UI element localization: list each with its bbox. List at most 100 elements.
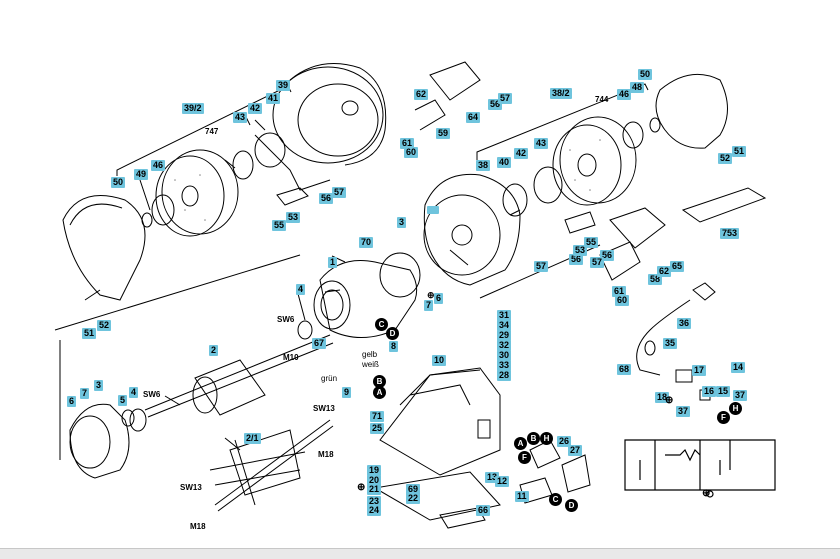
label-sw13-lower: SW13 xyxy=(180,483,202,492)
circuit-diagram xyxy=(624,439,776,498)
label-13: 13 xyxy=(485,472,500,483)
label-34: 34 xyxy=(497,320,512,331)
ground-symbol-icon: ⊕ xyxy=(357,482,366,493)
label-60: 60 xyxy=(404,147,419,158)
label-27: 27 xyxy=(568,445,583,456)
motor-stator xyxy=(313,252,421,338)
connector-h-terminal: H xyxy=(729,402,742,415)
label-41: 41 xyxy=(266,93,281,104)
label-7: 7 xyxy=(424,300,434,311)
label-19: 19 xyxy=(367,465,382,476)
label-23: 23 xyxy=(367,496,382,507)
right-grinding-wheel xyxy=(552,116,637,206)
label-56b: 56 xyxy=(488,99,503,110)
label-40: 40 xyxy=(497,157,512,168)
label-26: 26 xyxy=(557,436,572,447)
power-cable xyxy=(636,282,716,376)
label-10: 10 xyxy=(432,355,447,366)
ground-symbol-icon: ⊕ xyxy=(665,395,674,406)
label-21: 21 xyxy=(367,484,382,495)
label-11: 11 xyxy=(515,491,529,502)
label-46: 46 xyxy=(151,160,166,171)
label-15: 15 xyxy=(716,386,731,397)
label-46b: 46 xyxy=(617,89,632,100)
label-66: 66 xyxy=(476,505,491,516)
label-28: 28 xyxy=(497,370,512,381)
rating-plate xyxy=(439,507,486,529)
right-wheel-guard xyxy=(423,173,521,286)
label-m10: M10 xyxy=(283,353,299,362)
label-18: 18 xyxy=(655,392,670,403)
connector-b-switch: B xyxy=(527,432,540,445)
label-65: 65 xyxy=(670,261,685,272)
label-53: 53 xyxy=(286,212,301,223)
label-43: 43 xyxy=(233,112,248,123)
label-2: 2 xyxy=(209,345,219,356)
label-36: 36 xyxy=(677,318,692,329)
wire-label-gelb: gelb xyxy=(362,350,378,359)
label-56: 56 xyxy=(319,193,334,204)
bracket-39-2 xyxy=(116,85,292,176)
label-sw13: SW13 xyxy=(313,404,335,413)
label-57c: 57 xyxy=(534,261,549,272)
label-57: 57 xyxy=(332,187,347,198)
label-43b: 43 xyxy=(534,138,549,149)
label-6-lower: 6 xyxy=(67,396,77,407)
wire-label-weiss: weiß xyxy=(362,360,379,369)
label-5: 5 xyxy=(118,395,128,406)
ground-symbol-icon: ⊕ xyxy=(427,290,435,300)
eye-shield-right xyxy=(609,207,666,249)
label-20: 20 xyxy=(367,475,382,486)
bottom-scroll-strip[interactable] xyxy=(0,548,840,559)
label-68: 68 xyxy=(617,364,632,375)
right-outer-cover xyxy=(655,73,728,149)
label-12: 12 xyxy=(495,476,510,487)
label-33: 33 xyxy=(497,360,512,371)
label-24: 24 xyxy=(367,505,382,516)
connector-f-switch: F xyxy=(518,451,531,464)
eye-shield-left xyxy=(429,61,481,101)
motor-rotor-2-1 xyxy=(209,419,334,512)
label-3-lower: 3 xyxy=(94,380,104,391)
label-25: 25 xyxy=(370,423,385,434)
label-3: 3 xyxy=(397,217,407,228)
label-64: 64 xyxy=(466,112,481,123)
left-wheel-guard xyxy=(272,63,387,166)
label-2-1: 2/1 xyxy=(244,433,261,444)
label-52: 52 xyxy=(97,320,112,331)
label-53b: 53 xyxy=(573,245,588,256)
label-1: 1 xyxy=(328,257,338,268)
label-57d: 57 xyxy=(590,257,605,268)
label-4: 4 xyxy=(296,284,306,295)
label-6: 6 xyxy=(434,293,444,304)
label-38: 38 xyxy=(476,160,491,171)
connector-a-switch: A xyxy=(514,437,527,450)
label-39-2: 39/2 xyxy=(182,103,204,114)
label-51b: 51 xyxy=(732,146,747,157)
label-52b: 52 xyxy=(718,153,733,164)
label-42b: 42 xyxy=(514,148,529,159)
label-55: 55 xyxy=(272,220,287,231)
label-35: 35 xyxy=(663,338,678,349)
label-56c: 56 xyxy=(569,254,584,265)
label-31: 31 xyxy=(497,310,512,321)
label-7-lower: 7 xyxy=(80,388,90,399)
label-55b: 55 xyxy=(584,237,599,248)
label-m18: M18 xyxy=(318,450,334,459)
label-sw6-lower: SW6 xyxy=(143,390,161,399)
connector-b: B xyxy=(373,375,386,388)
label-38-2: 38/2 xyxy=(550,88,572,99)
label-51: 51 xyxy=(82,328,97,339)
label-62b: 62 xyxy=(657,266,672,277)
label-744: 744 xyxy=(595,95,609,104)
label-37b: 37 xyxy=(733,390,748,401)
left-flange xyxy=(151,194,175,226)
connector-c: C xyxy=(375,318,388,331)
wire-label-gruen: grün xyxy=(321,374,338,383)
label-m18-lower: M18 xyxy=(190,522,206,531)
end-shield xyxy=(69,403,130,479)
label-59: 59 xyxy=(436,128,451,139)
label-39: 39 xyxy=(276,80,291,91)
